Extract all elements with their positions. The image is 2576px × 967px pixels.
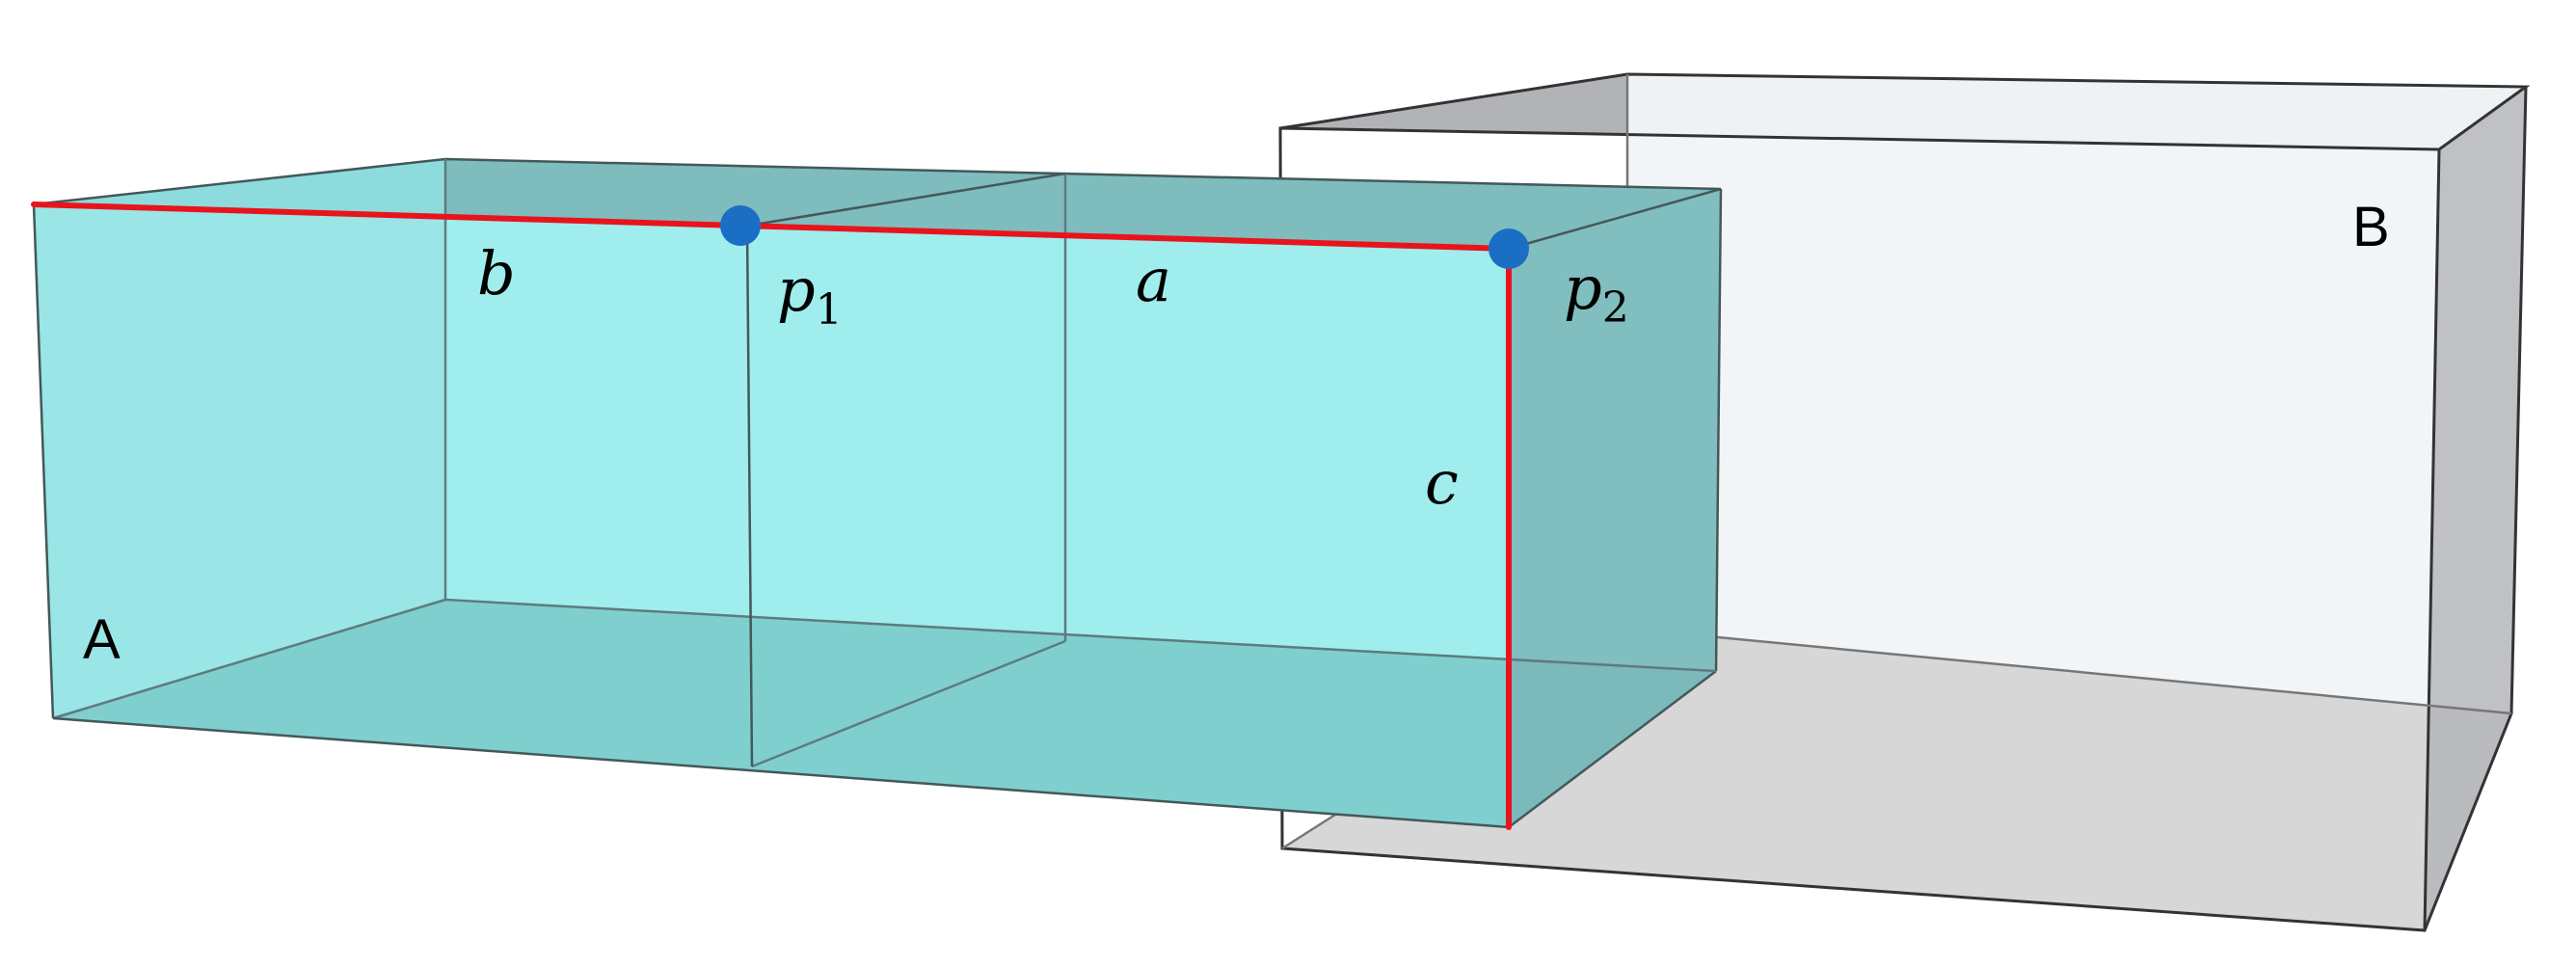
label-c: c [1425,447,1459,518]
box-b-label: B [2352,196,2390,258]
label-p1: p1 [777,255,843,335]
segment-a [738,223,1512,252]
box-a-left-face [34,159,445,718]
point-p2 [1489,228,1529,269]
label-p2: p2 [1564,253,1629,333]
box-a-front-face [34,204,1509,827]
label-p1-sub: 1 [816,285,843,335]
box-a-edges [32,157,1723,829]
label-a: a [1136,245,1171,315]
box-a-label: A [83,608,121,671]
label-p2-sub: 2 [1602,283,1629,333]
point-p1 [720,205,761,246]
red-segments [31,201,1512,830]
label-p2-base: p [1564,253,1602,323]
label-p1-base: p [777,255,816,325]
box-a [32,157,1723,829]
box-b-back-face [1627,74,2526,713]
box-b-right-face [2425,87,2526,930]
label-b: b [477,238,516,309]
segment-b [31,201,743,228]
box-a-back-face [445,159,1721,671]
